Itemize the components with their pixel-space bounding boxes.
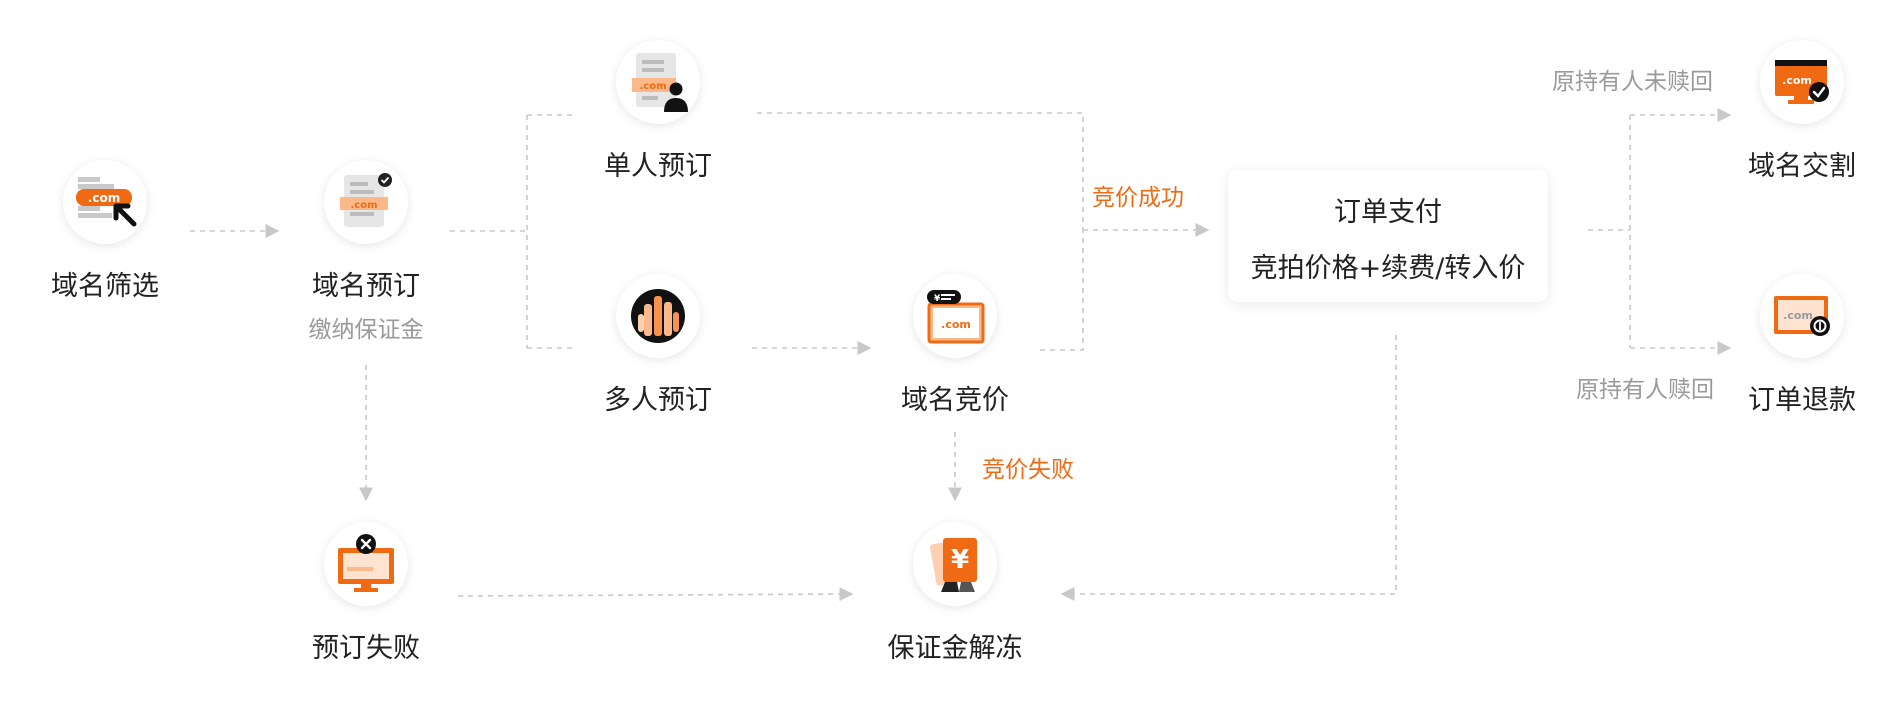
transfer-node: .com [1760, 40, 1844, 124]
domain-search-icon: .com [76, 177, 137, 227]
failed-node [324, 522, 408, 606]
bidding-node: .com ¥ [913, 274, 997, 358]
deposit-unfreeze-icon: ¥ [930, 538, 977, 592]
order-payment-title: 订单支付 [1334, 197, 1442, 228]
reserve-node: .com [324, 160, 408, 244]
domain-bidding-icon: .com ¥ [927, 290, 985, 344]
svg-text:.com: .com [941, 318, 971, 331]
svg-text:.com: .com [88, 191, 120, 205]
holder-redeemed-label: 原持有人赎回 [1576, 377, 1714, 403]
unfreeze-node: ¥ [913, 522, 997, 606]
unfreeze-label: 保证金解冻 [887, 633, 1023, 664]
edge-failed-to-unfreeze [457, 587, 854, 602]
domain-transfer-icon: .com [1775, 60, 1829, 104]
order-payment-card: 订单支付 竞拍价格+续费/转入价 [1228, 170, 1548, 302]
single-node: .com [616, 40, 700, 124]
single-person-reserve-icon: .com [632, 53, 688, 112]
order-payment-detail: 竞拍价格+续费/转入价 [1250, 253, 1526, 284]
edge-single-to-merge [757, 112, 1084, 230]
svg-text:¥: ¥ [951, 545, 969, 575]
single-label: 单人预订 [604, 151, 712, 182]
filter-label: 域名筛选 [51, 271, 159, 302]
bid-success-label: 竞价成功 [1092, 185, 1184, 211]
domain-reserve-icon: .com [340, 173, 392, 227]
failed-label: 预订失败 [312, 633, 420, 664]
reserve-sublabel: 缴纳保证金 [308, 317, 424, 343]
filter-node: .com [63, 160, 147, 244]
svg-text:.com: .com [639, 81, 666, 92]
multi-node [616, 274, 700, 358]
svg-text:.com: .com [1783, 309, 1813, 322]
reserve-failed-icon [338, 534, 394, 592]
multi-person-hands-icon [631, 289, 685, 343]
holder-not-redeemed-label: 原持有人未赎回 [1552, 69, 1713, 95]
bidding-label: 域名竞价 [901, 385, 1009, 416]
transfer-label: 域名交割 [1748, 151, 1856, 182]
svg-text:¥: ¥ [934, 294, 941, 304]
reserve-label: 域名预订 [312, 271, 420, 302]
order-refund-icon: .com [1774, 296, 1830, 336]
svg-text:.com: .com [1782, 74, 1812, 87]
multi-label: 多人预订 [604, 385, 712, 416]
refund-label: 订单退款 [1748, 385, 1856, 416]
svg-text:.com: .com [350, 200, 377, 211]
edge-bidding-to-merge [1040, 230, 1084, 351]
bid-fail-label: 竞价失败 [982, 457, 1074, 483]
refund-node: .com [1760, 274, 1844, 358]
edge-payment-to-unfreeze [1060, 335, 1397, 601]
